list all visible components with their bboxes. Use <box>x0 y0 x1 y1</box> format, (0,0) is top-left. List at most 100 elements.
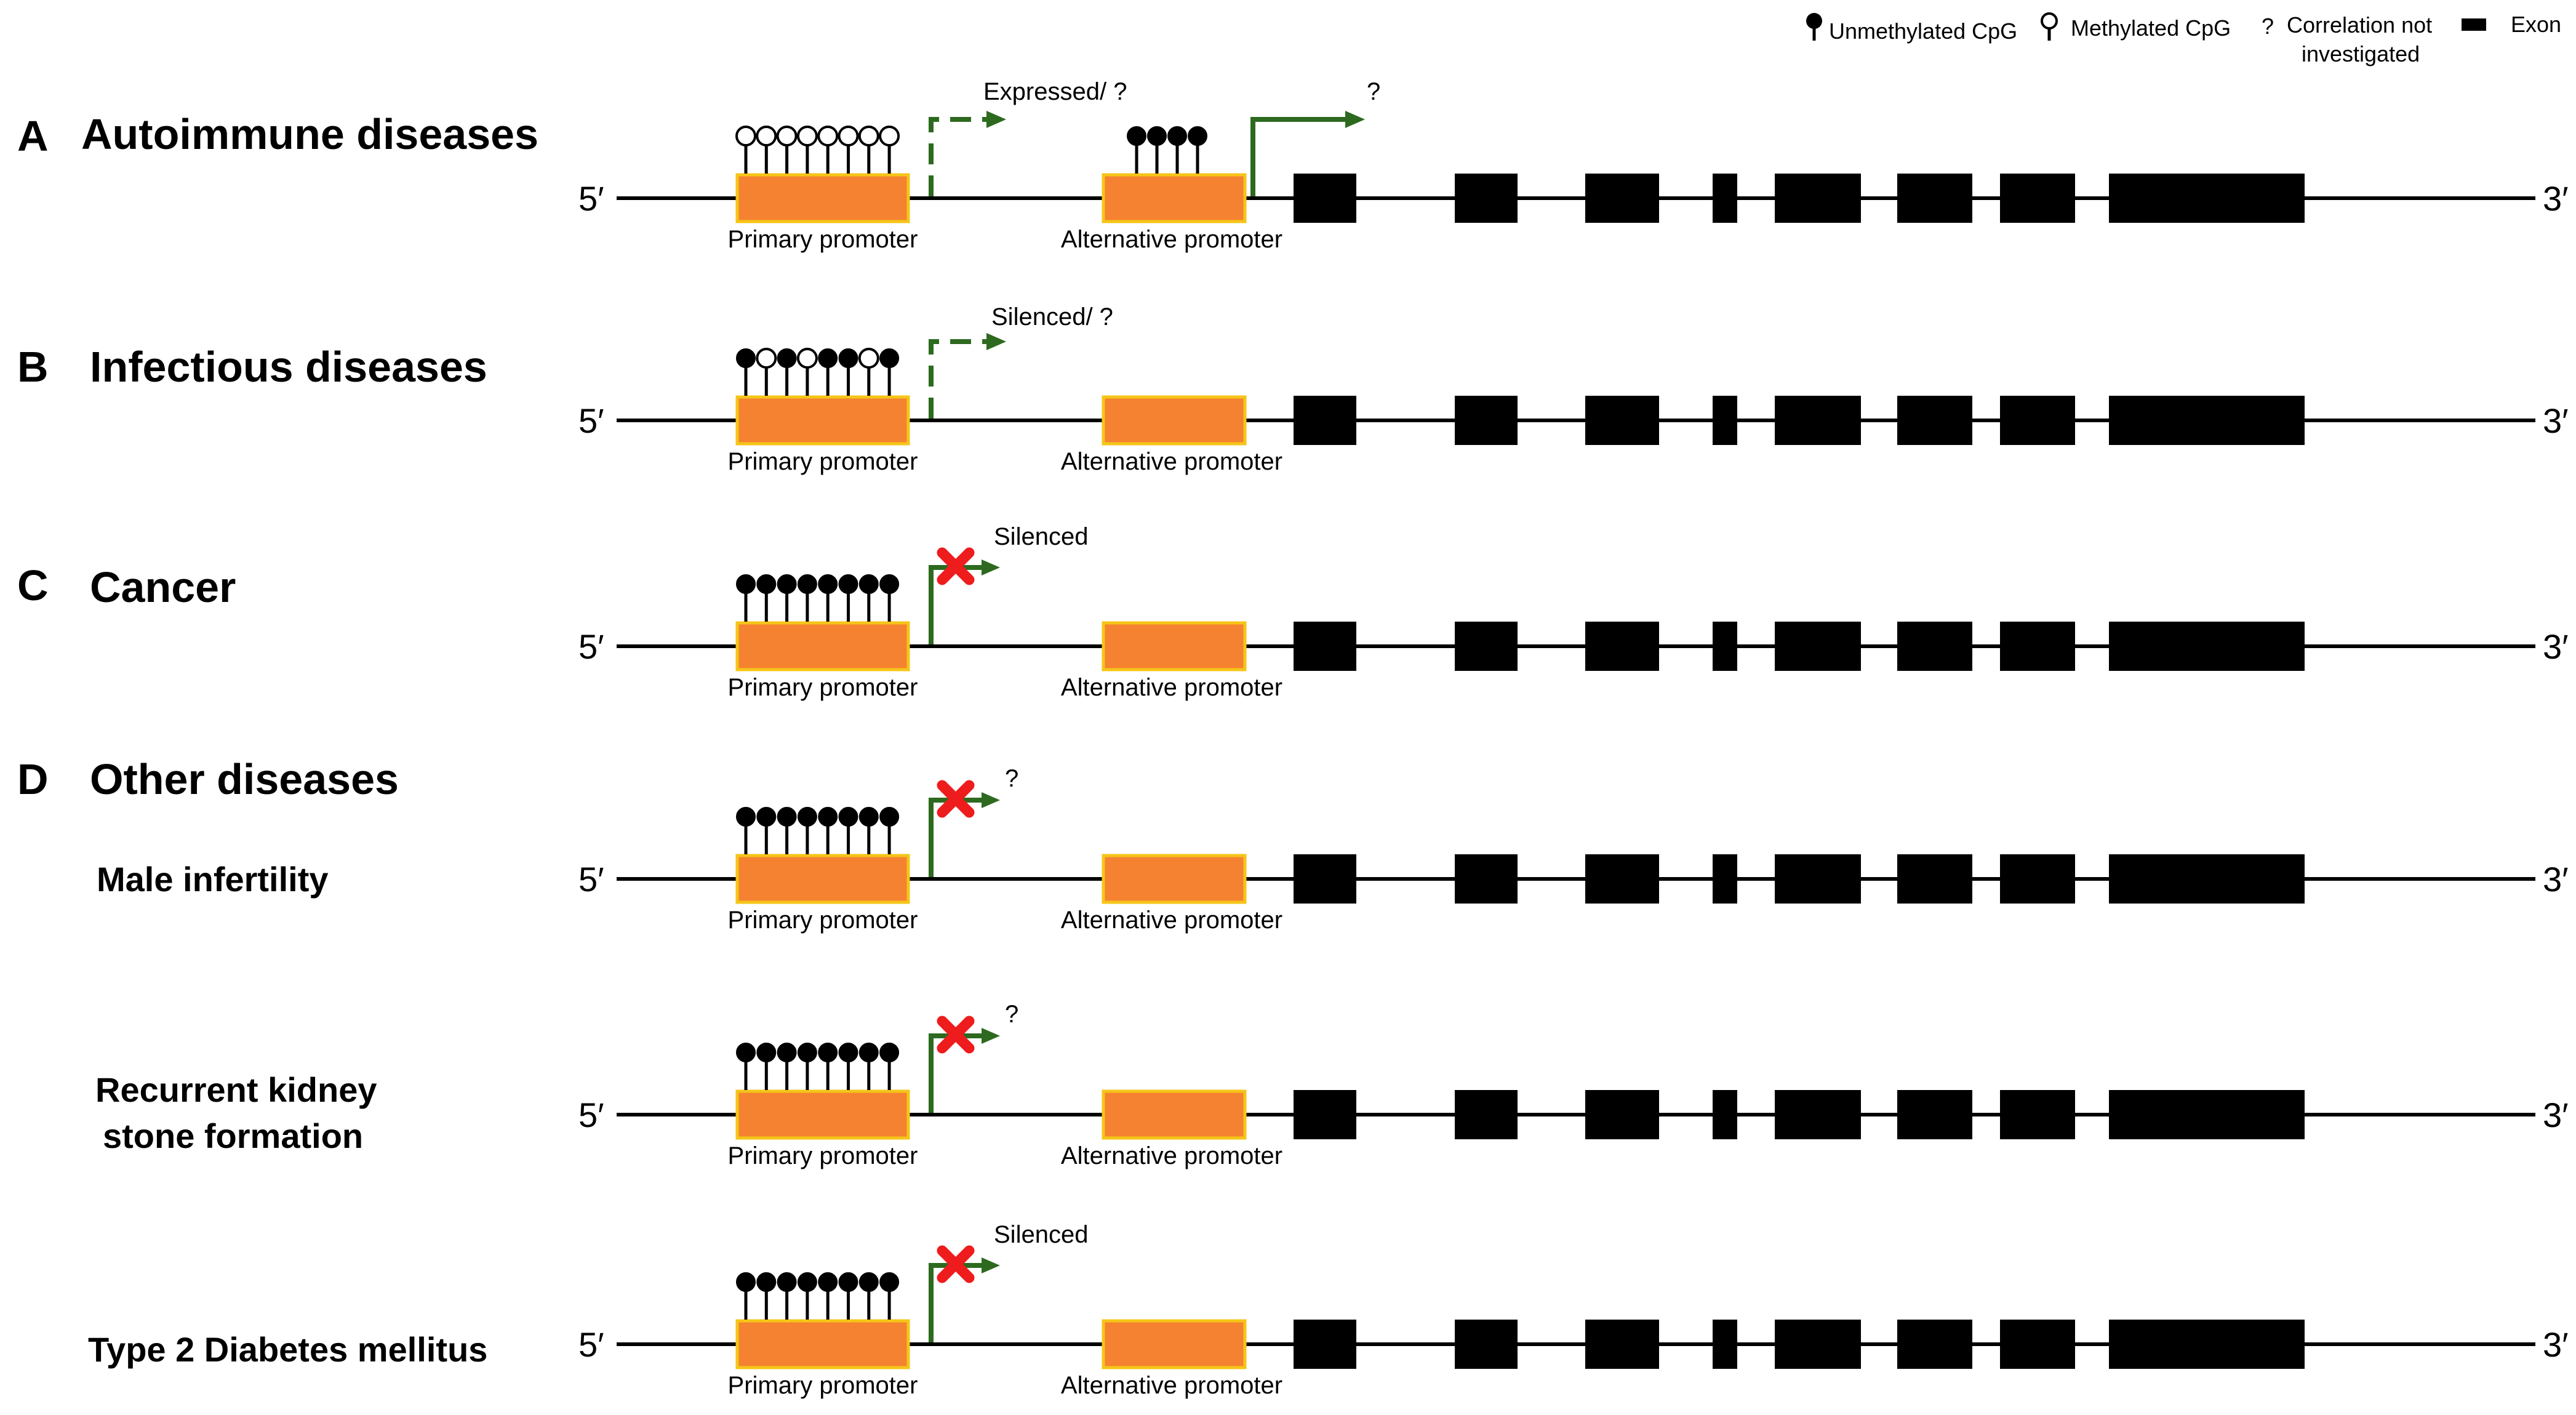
primary-promoter-label: Primary promoter <box>728 907 918 934</box>
five-prime-label: 5′ <box>578 1325 604 1364</box>
unmethylated-cpg <box>797 1043 817 1062</box>
alternative-promoter-box <box>1102 621 1247 671</box>
three-prime-label: 3′ <box>2543 860 2569 899</box>
unmethylated-cpg <box>756 1272 777 1292</box>
three-prime-label: 3′ <box>2543 1325 2569 1364</box>
exon-block <box>2000 854 2075 904</box>
unmethylated-cpg <box>879 1272 900 1292</box>
disease-subtitle: Type 2 Diabetes mellitus <box>88 1330 487 1369</box>
methylated-cpg <box>817 126 839 146</box>
exon-block <box>1775 396 1861 445</box>
exon-block <box>1897 854 1972 904</box>
unmethylated-cpg <box>858 807 879 827</box>
primary-promoter-box <box>735 854 910 904</box>
three-prime-label: 3′ <box>2543 179 2569 218</box>
unmethylated-cpg <box>1167 126 1187 146</box>
unmethylated-cpg <box>797 574 817 594</box>
unmethylated-cpg <box>777 807 797 827</box>
silenced-cross-icon <box>937 1016 975 1054</box>
unmethylated-cpg <box>858 1272 879 1292</box>
disease-subtitle: Male infertility <box>97 860 329 899</box>
unmethylated-cpg <box>838 348 858 368</box>
alternative-promoter-label: Alternative promoter <box>1061 226 1282 253</box>
unmethylated-cpg <box>797 807 817 827</box>
exon-block <box>2109 622 2305 671</box>
unmethylated-cpg <box>818 807 838 827</box>
primary-promoter-label: Primary promoter <box>728 1142 918 1169</box>
alternative-promoter-box <box>1102 1319 1247 1369</box>
unmethylated-cpg <box>838 1272 858 1292</box>
exon-block <box>1713 1090 1737 1139</box>
legend: Unmethylated CpG Methylated CpG ? Correl… <box>1806 12 2561 66</box>
exon-block <box>2000 1090 2075 1139</box>
primary-promoter-box <box>735 395 910 446</box>
exon-block <box>2000 622 2075 671</box>
exon-block <box>1713 1320 1737 1369</box>
unmethylated-cpg <box>1188 126 1207 146</box>
panel-letter: D <box>17 755 49 803</box>
arrowhead-icon <box>986 333 1006 350</box>
unmethylated-cpg <box>879 348 900 368</box>
exon-block <box>2000 396 2075 445</box>
exon-block <box>1455 1090 1518 1139</box>
alternative-promoter-box <box>1102 1089 1247 1140</box>
legend-exon-label: Exon <box>2511 12 2561 37</box>
exon-block <box>1585 174 1659 223</box>
silenced-cross-icon <box>937 780 975 818</box>
exon-block <box>1775 854 1861 904</box>
unmethylated-cpg <box>756 1043 777 1062</box>
unmethylated-cpg <box>879 807 900 827</box>
disease-subtitle: stone formation <box>103 1116 363 1155</box>
primary-expression-status: Silenced <box>994 1221 1088 1248</box>
arrowhead-icon <box>982 1028 1000 1044</box>
unmethylated-cpg <box>818 574 838 594</box>
three-prime-label: 3′ <box>2543 401 2569 440</box>
five-prime-label: 5′ <box>578 860 604 899</box>
dashed-transcription-arrow <box>929 116 995 196</box>
exon-block <box>2109 1090 2305 1139</box>
exon-block <box>1775 1090 1861 1139</box>
exon-block <box>1585 1090 1659 1139</box>
unmethylated-cpg <box>858 1043 879 1062</box>
panel-title: Infectious diseases <box>90 343 487 391</box>
panel-letter: A <box>17 112 49 160</box>
unmethylated-cpg <box>858 574 879 594</box>
exon-block <box>1585 396 1659 445</box>
exon-block <box>1713 174 1737 223</box>
unmethylated-cpg <box>736 1272 756 1292</box>
panel-letter: B <box>17 343 49 391</box>
exon-block <box>1455 854 1518 904</box>
arrowhead-icon <box>982 559 1000 575</box>
silenced-cross-icon <box>937 1245 975 1283</box>
exon-block <box>1897 1090 1972 1139</box>
primary-expression-status: ? <box>1005 765 1018 792</box>
exon-block <box>2000 174 2075 223</box>
five-prime-label: 5′ <box>578 627 604 666</box>
unmethylated-cpg <box>756 574 777 594</box>
alternative-expression-status: ? <box>1367 78 1380 105</box>
methylated-cpg <box>858 126 879 146</box>
silenced-cross-icon <box>937 547 975 585</box>
unmethylated-cpg <box>879 574 900 594</box>
primary-promoter-box <box>735 173 910 223</box>
unmethylated-cpg <box>736 1043 756 1062</box>
exon-block <box>1455 396 1518 445</box>
unmethylated-cpg <box>736 348 756 368</box>
primary-promoter-label: Primary promoter <box>728 1372 918 1399</box>
primary-expression-status: ? <box>1005 1001 1018 1028</box>
primary-promoter-box <box>735 1319 910 1369</box>
alternative-promoter-label: Alternative promoter <box>1061 448 1282 475</box>
methylated-cpg <box>756 348 777 369</box>
exon-block <box>2109 396 2305 445</box>
five-prime-label: 5′ <box>578 401 604 440</box>
unmethylated-cpg <box>879 1043 900 1062</box>
legend-question-line1: Correlation not <box>2287 12 2432 38</box>
unmethylated-cpg <box>777 574 797 594</box>
unmethylated-cpg <box>818 348 838 368</box>
primary-promoter-label: Primary promoter <box>728 226 918 253</box>
alternative-promoter-label: Alternative promoter <box>1061 1372 1282 1399</box>
